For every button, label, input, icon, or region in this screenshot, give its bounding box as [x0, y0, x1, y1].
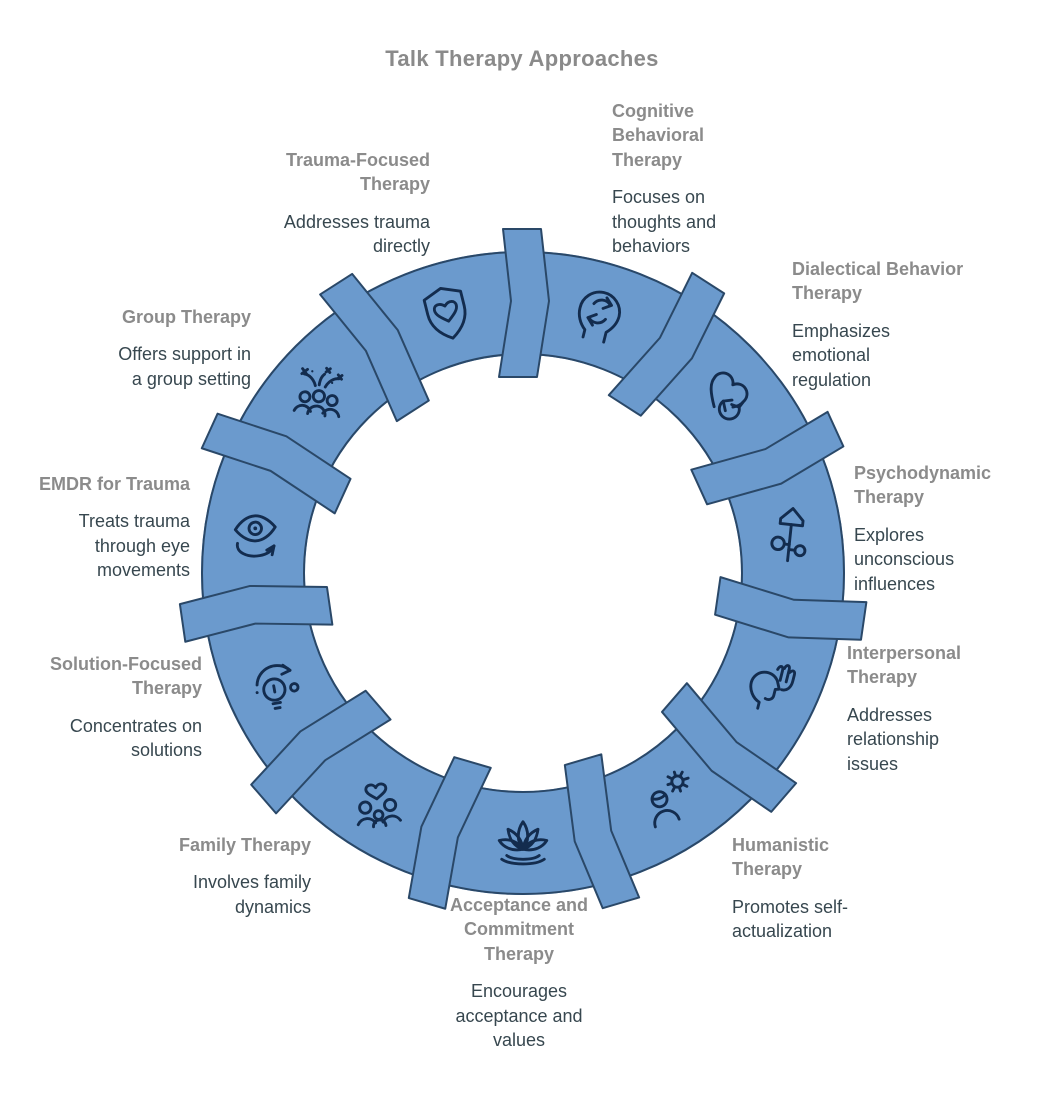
segment-connector — [178, 584, 334, 643]
segment-connector — [498, 228, 550, 378]
segment-connector — [200, 412, 352, 515]
growth-arrow-icon — [770, 507, 807, 563]
segment-connector — [563, 753, 641, 910]
segment-description: Treats trauma through eye movements — [78, 511, 190, 581]
segment-description: Involves family dynamics — [192, 872, 311, 917]
lotus-icon — [497, 820, 549, 866]
segment-description: Addresses relationship issues — [847, 704, 940, 774]
segment-connector — [407, 756, 492, 910]
segment-description: Offers support in a group setting — [118, 344, 251, 389]
segment-title: Cognitive Behavioral Therapy — [612, 101, 705, 170]
segment-title: Psychodynamic Therapy — [854, 463, 992, 508]
segment-title: Interpersonal Therapy — [847, 643, 962, 688]
person-sun-icon — [650, 770, 690, 829]
segment-connector — [607, 271, 726, 417]
segment-title: Dialectical Behavior Therapy — [792, 259, 964, 304]
segment-title: Humanistic Therapy — [732, 835, 830, 880]
group-celebration-icon — [292, 366, 344, 419]
segment-connector — [690, 410, 845, 506]
segment-description: Concentrates on solutions — [69, 715, 202, 761]
segment-connector — [250, 689, 392, 815]
page-title: Talk Therapy Approaches — [385, 46, 659, 71]
head-hand-icon — [749, 664, 796, 710]
segment-title: Acceptance and Commitment Therapy — [449, 895, 589, 964]
segment-connector — [319, 272, 430, 423]
segment-description: Explores unconscious influences — [854, 524, 955, 594]
segment-description: Promotes self-actualization — [732, 896, 849, 942]
segment-description: Emphasizes emotional regulation — [792, 320, 891, 390]
eye-motion-icon — [233, 514, 277, 558]
heart-refresh-icon — [709, 371, 749, 421]
segment-description: Addresses trauma directly — [283, 211, 430, 257]
shield-heart-icon — [422, 286, 467, 340]
segment-connector — [714, 576, 868, 641]
segment-title: Trauma-Focused Therapy — [285, 150, 430, 195]
head-refresh-icon — [577, 290, 621, 344]
segment-connector — [661, 682, 798, 813]
segment-title: Solution-Focused Therapy — [50, 654, 202, 699]
family-heart-icon — [356, 782, 402, 829]
segment-description: Encourages acceptance and values — [455, 981, 583, 1051]
segment-title: Group Therapy — [121, 307, 251, 327]
segment-title: EMDR for Trauma — [38, 474, 190, 494]
lightbulb-arrow-icon — [255, 663, 300, 710]
segment-title: Family Therapy — [178, 835, 311, 855]
segment-description: Focuses on thoughts and behaviors — [612, 187, 717, 257]
